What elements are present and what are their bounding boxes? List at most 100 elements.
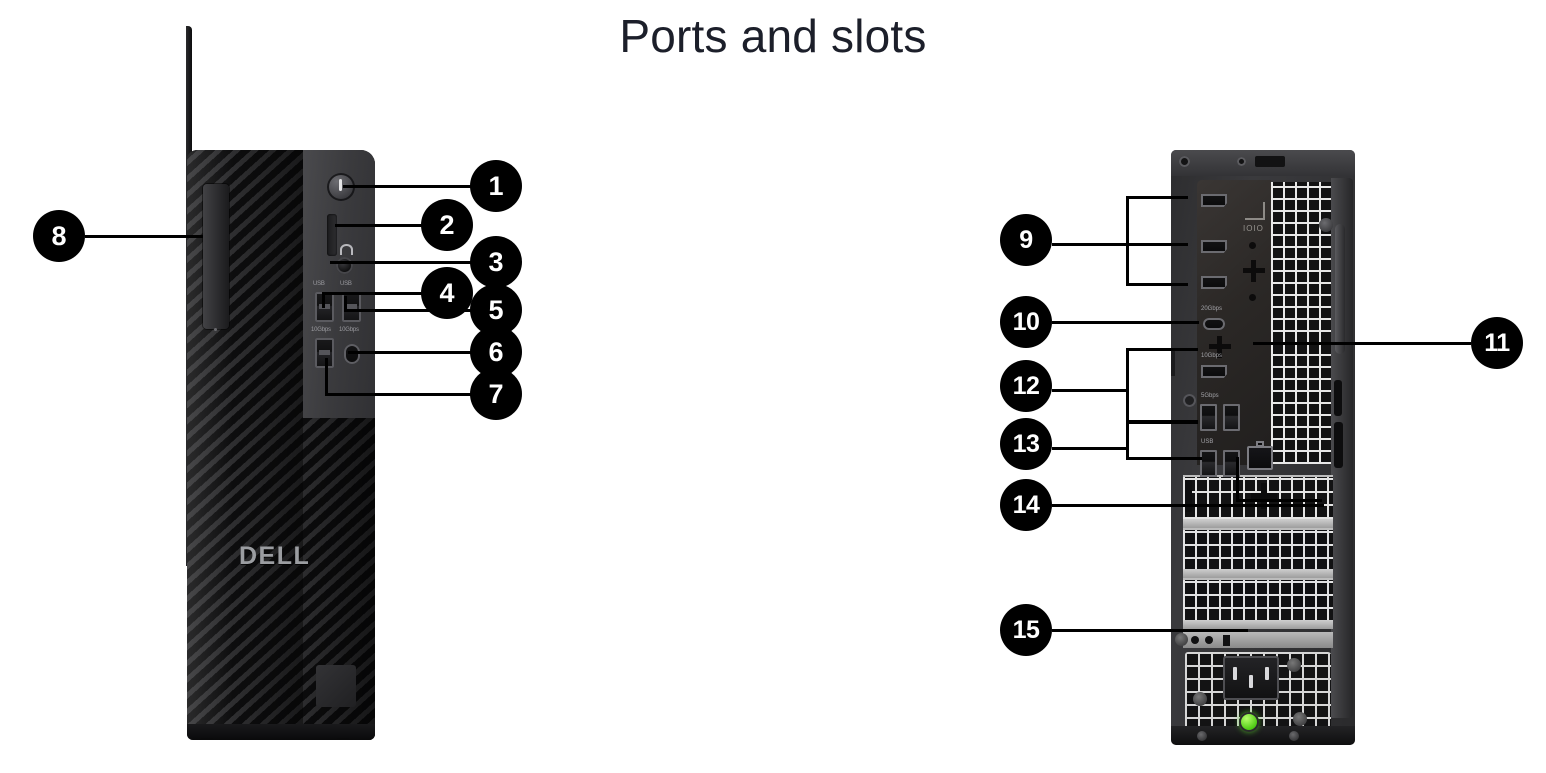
expansion-card-slot xyxy=(1183,578,1333,624)
leader-line-5-stem xyxy=(344,296,347,310)
displayport-icon[interactable] xyxy=(1201,194,1227,207)
usb-c-port-icon[interactable] xyxy=(1203,318,1225,330)
shield-corner-mark xyxy=(1245,202,1265,220)
dell-logo: DELL xyxy=(239,542,311,570)
callout-badge-13[interactable]: 13 xyxy=(1000,418,1052,470)
callout-badge-1[interactable]: 1 xyxy=(470,160,522,212)
callout-badge-11[interactable]: 11 xyxy=(1471,317,1523,369)
leader-bracket-13-arm-1 xyxy=(1126,420,1198,423)
callout-badge-9[interactable]: 9 xyxy=(1000,214,1052,266)
leader-line-14 xyxy=(1052,504,1324,507)
usb-c-port-icon[interactable] xyxy=(344,344,360,364)
front-foot-right xyxy=(337,738,349,740)
front-chassis-body: DELL USB USB 10Gbps 10Gbps xyxy=(187,150,375,740)
leader-line-12 xyxy=(1052,389,1128,392)
front-chassis-foot xyxy=(187,724,375,740)
bay-divider xyxy=(1183,519,1333,528)
rear-mid-square xyxy=(1223,635,1230,646)
usb-a-port-icon[interactable] xyxy=(1200,404,1217,431)
usb-a-port-icon[interactable] xyxy=(1223,450,1240,477)
rear-mid-dot xyxy=(1191,636,1199,644)
psu-diagnostic-led[interactable] xyxy=(1239,712,1259,732)
rear-thumbscrew-icon xyxy=(1319,218,1333,232)
leader-line-1 xyxy=(343,185,473,188)
expansion-card-slot xyxy=(1183,528,1333,574)
expansion-cross-mark xyxy=(1251,483,1277,509)
rear-side-slot-upper xyxy=(1334,380,1342,416)
page-title: Ports and slots xyxy=(619,10,927,62)
rear-top-hole-icon xyxy=(1237,157,1246,166)
leader-bracket-12-spine xyxy=(1126,348,1129,424)
leader-line-13 xyxy=(1052,447,1128,450)
rear-usb-mid-label: 5Gbps xyxy=(1201,393,1219,399)
leader-line-4-stem xyxy=(322,292,325,308)
leader-line-9 xyxy=(1052,243,1128,246)
callout-badge-7[interactable]: 7 xyxy=(470,368,522,420)
usb-a-port-icon[interactable] xyxy=(315,338,334,368)
usb-a-port-icon[interactable] xyxy=(1223,404,1240,431)
bay-divider xyxy=(1183,569,1333,578)
leader-line-8 xyxy=(85,235,203,238)
callout-badge-4[interactable]: 4 xyxy=(421,267,473,319)
front-panel-rail-dot xyxy=(214,328,217,331)
front-usb-left-label: USB xyxy=(313,281,325,287)
front-usb-lower-right-label: 10Gbps xyxy=(339,327,359,333)
expansion-slot-bracket xyxy=(1185,480,1192,512)
headphone-jack-icon[interactable] xyxy=(336,257,353,274)
leader-line-2 xyxy=(335,224,425,227)
callout-badge-2[interactable]: 2 xyxy=(421,199,473,251)
leader-line-15 xyxy=(1052,629,1248,632)
rear-foot-screw-icon xyxy=(1289,731,1299,741)
rear-lock-hole-icon xyxy=(1179,156,1190,167)
callout-badge-15[interactable]: 15 xyxy=(1000,604,1052,656)
usb-a-port-icon[interactable] xyxy=(1200,450,1217,477)
sd-card-slot-icon[interactable] xyxy=(327,214,337,256)
leader-line-7 xyxy=(325,393,473,396)
displayport-icon[interactable] xyxy=(1201,365,1227,378)
psu-screw-icon xyxy=(1193,692,1207,706)
power-inlet-pin xyxy=(1249,675,1253,688)
front-usb-lower-left-label: 10Gbps xyxy=(311,327,331,333)
leader-bracket-12-arm-1 xyxy=(1126,348,1198,351)
rear-mid-row xyxy=(1183,632,1333,648)
front-usb-right-label: USB xyxy=(340,281,352,287)
psu-screw-icon xyxy=(1293,712,1307,726)
leader-line-6 xyxy=(348,351,473,354)
callout-badge-10[interactable]: 10 xyxy=(1000,296,1052,348)
leader-bracket-9-arm-3 xyxy=(1126,283,1188,286)
displayport-icon[interactable] xyxy=(1201,276,1227,289)
callout-badge-14[interactable]: 14 xyxy=(1000,479,1052,531)
rear-usbc-label: 20Gbps xyxy=(1201,306,1223,312)
shield-io-label: IOIO xyxy=(1243,224,1264,233)
leader-line-3 xyxy=(330,261,473,264)
leader-line-4 xyxy=(322,292,425,295)
callout-badge-3[interactable]: 3 xyxy=(470,236,522,288)
front-panel-rail xyxy=(203,184,229,329)
ethernet-rj45-port-icon[interactable] xyxy=(1247,441,1273,470)
leader-line-13-ethernet-arm xyxy=(1236,499,1322,502)
callout-badge-12[interactable]: 12 xyxy=(1000,360,1052,412)
bay-divider xyxy=(1183,620,1333,629)
rear-mid-dot xyxy=(1205,636,1213,644)
leader-bracket-9-spine xyxy=(1126,196,1129,286)
rear-side-slot-lower xyxy=(1334,422,1343,468)
shield-cross-mark-upper xyxy=(1243,260,1265,282)
shield-standoff-lower xyxy=(1249,294,1256,301)
front-foot-left xyxy=(201,738,213,740)
rear-foot-screw-icon xyxy=(1197,731,1207,741)
leader-line-5 xyxy=(344,309,473,312)
leader-bracket-13-spine xyxy=(1126,420,1129,460)
rear-chassis-body: IOIO 20Gbps 10Gbps 5Gbps USB xyxy=(1171,150,1355,745)
leader-bracket-9-arm-2 xyxy=(1126,243,1188,246)
leader-line-13-ethernet-stem xyxy=(1236,457,1239,502)
rear-dp-lower-label: 10Gbps xyxy=(1201,353,1223,359)
displayport-icon[interactable] xyxy=(1201,240,1227,253)
callout-badge-8[interactable]: 8 xyxy=(33,210,85,262)
leader-bracket-13-arm-2 xyxy=(1126,457,1202,460)
rear-top-slot xyxy=(1255,156,1285,167)
shield-cross-mark-lower xyxy=(1209,336,1231,358)
rear-usb-bottom-label: USB xyxy=(1201,439,1214,445)
front-square-badge xyxy=(316,665,356,707)
psu-screw-icon xyxy=(1287,658,1301,672)
rear-left-tab xyxy=(1171,350,1175,376)
